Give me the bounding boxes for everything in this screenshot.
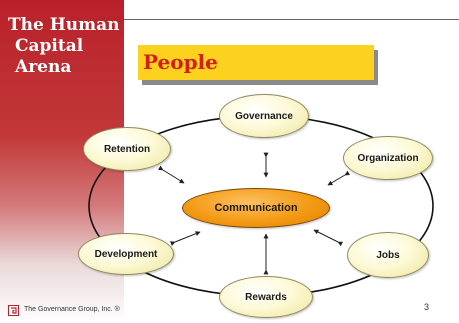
top-divider: [124, 19, 459, 20]
node-rewards-label: Rewards: [245, 291, 287, 303]
arrow-development: [170, 231, 201, 246]
node-retention: Retention: [83, 127, 171, 171]
slide-title-line-3: Arena: [15, 57, 72, 77]
arrow-retention: [157, 165, 185, 184]
arrow-organization: [327, 170, 351, 186]
slide-title: The Human Capital Arena: [8, 15, 120, 78]
node-communication: Communication: [182, 188, 330, 228]
footer-copyright: The Governance Group, Inc. ®: [24, 306, 120, 313]
node-communication-label: Communication: [214, 202, 298, 214]
company-logo-icon: [8, 305, 19, 316]
node-development-label: Development: [94, 248, 158, 260]
slide-title-line-1: The Human: [8, 15, 120, 35]
arrow-jobs: [313, 229, 344, 247]
node-organization: Organization: [343, 136, 433, 180]
node-governance-label: Governance: [235, 110, 293, 122]
node-governance: Governance: [219, 94, 309, 138]
page-number: 3: [424, 302, 430, 312]
slide-title-line-2: Capital: [15, 36, 84, 56]
node-rewards: Rewards: [219, 276, 313, 318]
node-jobs-label: Jobs: [376, 249, 400, 261]
heading-box: [138, 45, 374, 80]
node-organization-label: Organization: [357, 152, 419, 164]
node-development: Development: [78, 233, 174, 275]
node-retention-label: Retention: [103, 143, 151, 155]
node-jobs: Jobs: [347, 232, 429, 278]
slide-heading: People: [143, 50, 218, 74]
